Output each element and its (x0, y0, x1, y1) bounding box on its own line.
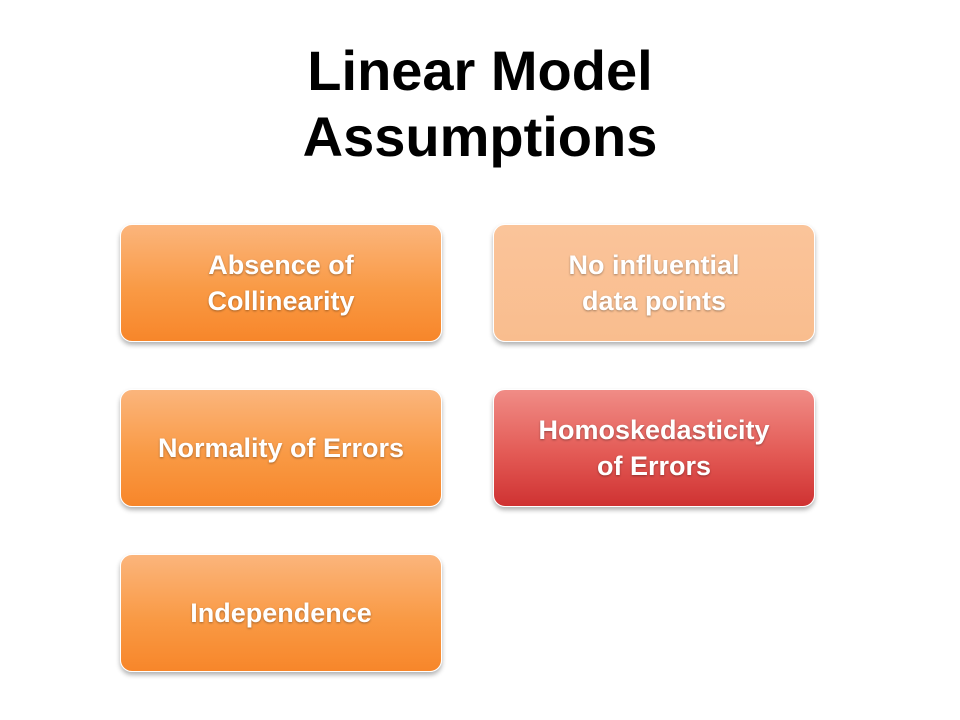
slide-title: Linear Model Assumptions (0, 38, 960, 170)
title-line-2: Assumptions (302, 105, 658, 168)
box-no-influential-data-points: No influential data points (493, 224, 815, 342)
box-absence-of-collinearity: Absence of Collinearity (120, 224, 442, 342)
title-line-1: Linear Model (307, 39, 653, 102)
box-independence: Independence (120, 554, 442, 672)
box-normality-of-errors: Normality of Errors (120, 389, 442, 507)
box-homoskedasticity-of-errors: Homoskedasticity of Errors (493, 389, 815, 507)
